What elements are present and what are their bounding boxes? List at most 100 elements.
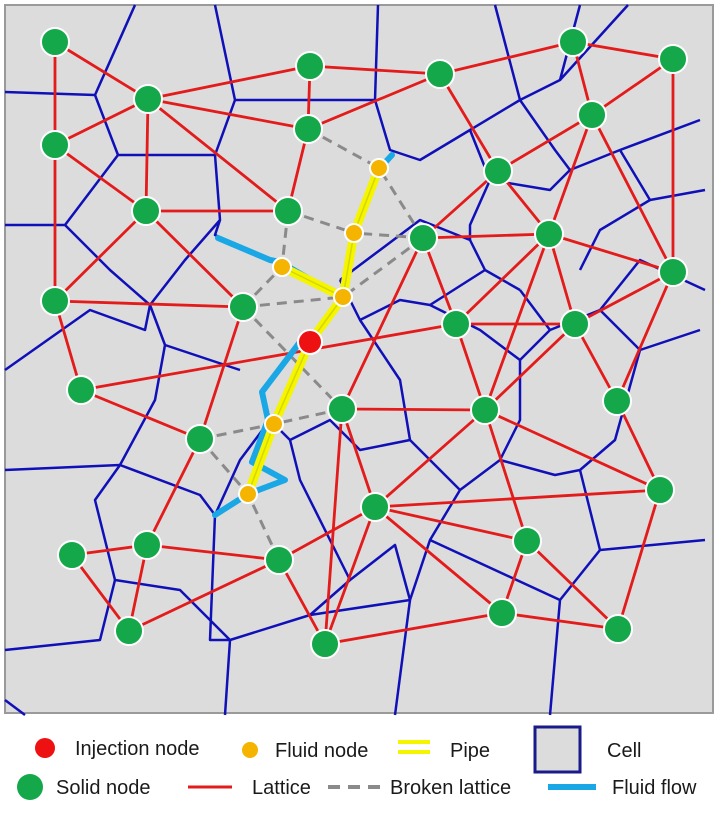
broken-lattice-link — [246, 493, 281, 561]
lattice-link — [574, 270, 674, 326]
lattice-link — [144, 98, 150, 212]
legend-fluid-node-label: Fluid node — [275, 740, 368, 762]
solid-node — [602, 386, 632, 416]
solid-node — [327, 394, 357, 424]
lattice-link — [483, 233, 551, 411]
lattice-link — [277, 559, 327, 645]
lattice-link — [341, 407, 486, 412]
fluid-node — [369, 158, 389, 178]
solid-node — [295, 51, 325, 81]
legend-solid-node-icon — [17, 774, 43, 800]
solid-node — [57, 540, 87, 570]
lattice-link — [483, 409, 529, 542]
lattice-link — [572, 40, 674, 61]
solid-node — [40, 286, 70, 316]
solid-node — [228, 292, 258, 322]
broken-lattice-link — [287, 209, 355, 235]
legend-injection-node-label: Injection node — [75, 738, 200, 760]
fluid-node — [272, 257, 292, 277]
solid-node — [603, 614, 633, 644]
broken-lattice-link — [199, 422, 275, 441]
lattice-link — [54, 299, 244, 309]
solid-node — [40, 27, 70, 57]
lattice-link — [309, 64, 441, 76]
lattice-link — [147, 97, 309, 131]
lattice-link — [278, 505, 376, 562]
solid-node — [487, 598, 517, 628]
lattice-link — [80, 322, 457, 392]
solid-node — [360, 492, 390, 522]
lattice-link — [340, 237, 425, 410]
fluid-node — [344, 223, 364, 243]
solid-node — [512, 526, 542, 556]
lattice-link — [455, 232, 550, 326]
solid-node — [483, 156, 513, 186]
solid-node — [560, 309, 590, 339]
solid-node — [310, 629, 340, 659]
legend-cell-icon — [533, 725, 582, 774]
solid-node — [132, 530, 162, 560]
broken-lattice-link — [273, 407, 343, 426]
solid-node — [534, 219, 564, 249]
lattice-link — [147, 97, 289, 213]
lattice-link — [374, 488, 661, 509]
lattice-link — [484, 322, 576, 412]
lattice-link — [501, 611, 619, 631]
solid-node — [133, 84, 163, 114]
lattice-link — [374, 505, 528, 543]
solid-node — [66, 375, 96, 405]
lattice-link — [145, 438, 202, 546]
lattice-link — [324, 611, 503, 646]
lattice-links — [53, 40, 675, 646]
legend-solid-node-label: Solid node — [56, 777, 151, 799]
solid-node — [264, 545, 294, 575]
broken-lattice-link — [198, 438, 250, 495]
lattice-link — [422, 169, 499, 240]
solid-node — [273, 196, 303, 226]
fluid-nodes — [238, 158, 389, 504]
lattice-link — [484, 408, 661, 492]
solid-node — [408, 223, 438, 253]
lattice-link — [323, 408, 344, 645]
lattice-link — [146, 543, 280, 562]
lattice-link — [616, 489, 662, 630]
solid-node — [441, 309, 471, 339]
solid-node — [645, 475, 675, 505]
solid-node — [40, 130, 70, 160]
solid-node — [185, 424, 215, 454]
fluid-node — [238, 484, 258, 504]
lattice-link — [307, 72, 441, 131]
lattice-link — [128, 558, 280, 633]
lattice-link — [54, 97, 149, 147]
solid-node — [658, 257, 688, 287]
pipes — [243, 163, 384, 499]
lattice-link — [340, 408, 377, 508]
lattice-link — [147, 64, 311, 101]
legend-lattice-label: Lattice — [252, 777, 311, 799]
broken-lattice-link — [353, 231, 424, 240]
lattice-link — [526, 539, 619, 631]
broken-lattice-link — [241, 305, 344, 411]
solid-node — [558, 27, 588, 57]
lattice-link — [54, 40, 149, 101]
solid-nodes — [40, 27, 688, 659]
lattice-link — [590, 114, 675, 273]
lattice-link — [374, 408, 486, 509]
solid-node — [470, 395, 500, 425]
solid-node — [293, 114, 323, 144]
lattice-link — [548, 232, 674, 274]
legend-fluid-node-icon — [242, 742, 258, 758]
solid-node — [577, 100, 607, 130]
lattice-link — [439, 40, 574, 76]
broken-lattice-link — [307, 127, 380, 170]
lattice-link — [323, 506, 377, 645]
solid-node — [131, 196, 161, 226]
lattice-link — [70, 554, 131, 632]
legend-injection-node-icon — [35, 738, 55, 758]
lattice-link — [421, 237, 458, 325]
lattice-link — [422, 232, 550, 240]
fluid-node — [264, 414, 284, 434]
lattice-link — [145, 210, 244, 308]
legend-pipe-label: Pipe — [450, 740, 490, 762]
